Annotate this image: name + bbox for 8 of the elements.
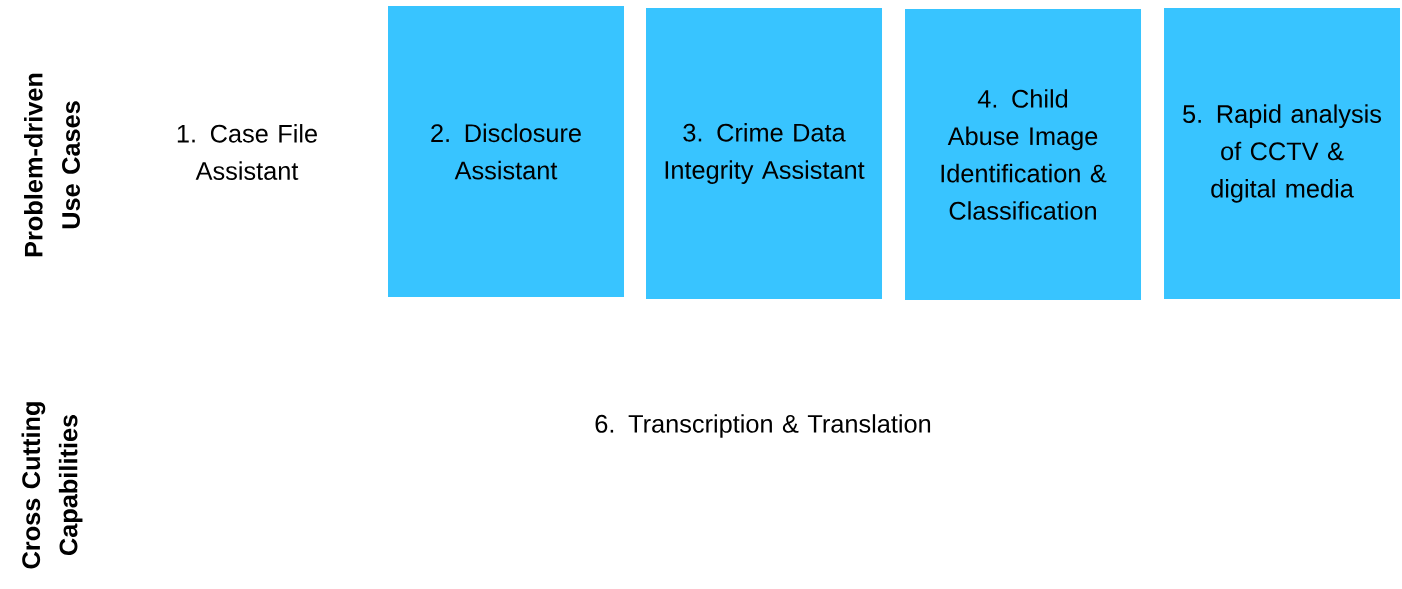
use-case-box: 2. Disclosure Assistant (388, 6, 624, 297)
use-case-box: 5. Rapid analysis of CCTV & digital media (1164, 8, 1400, 299)
row-heading: Problem-driven Use Cases (24, 73, 80, 257)
use-case-label: 1. Case File Assistant (177, 124, 317, 180)
use-case-box: 4. Child Abuse Image Identification & Classification (905, 9, 1141, 300)
capability-label: 6. Transcription & Translation (595, 414, 931, 438)
use-case-box: 3. Crime Data Integrity Assistant (646, 8, 882, 299)
row-heading: Cross Cutting Capabilities (21, 402, 83, 569)
